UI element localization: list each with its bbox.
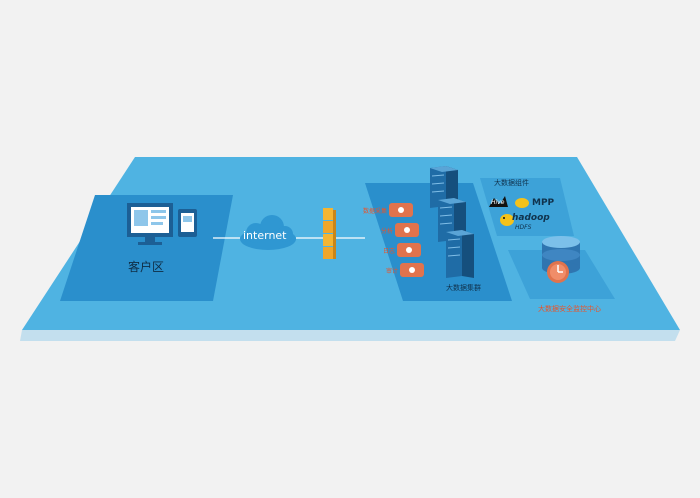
cluster-label: 大数据集群 bbox=[446, 284, 481, 292]
service-label: 日志 bbox=[382, 248, 395, 255]
service-label: 审计 bbox=[385, 268, 398, 275]
server-rack-icon bbox=[446, 230, 474, 278]
service-label: 数据采集 bbox=[362, 208, 387, 215]
hive-label: Hive bbox=[491, 199, 505, 206]
service-tiles bbox=[389, 203, 424, 277]
hive-logo-icon bbox=[489, 196, 508, 207]
internet-label: internet bbox=[243, 229, 287, 242]
clock-icon bbox=[547, 261, 569, 283]
security-center-label: 大数据安全监控中心 bbox=[538, 305, 601, 313]
tablet-icon bbox=[178, 209, 197, 237]
firewall-icon bbox=[323, 208, 336, 259]
mpp-label: MPP bbox=[532, 198, 555, 208]
mpp-logo-icon bbox=[515, 198, 529, 208]
monitor-icon bbox=[127, 203, 173, 245]
service-label: 分析 bbox=[380, 228, 393, 235]
components-title: 大数据组件 bbox=[494, 179, 529, 187]
server-rack-icon bbox=[430, 166, 458, 208]
hadoop-label: hadoop bbox=[512, 213, 550, 223]
client-zone-label: 客户区 bbox=[128, 260, 165, 274]
cloud-icon bbox=[240, 215, 296, 250]
hdfs-label: HDFS bbox=[515, 224, 532, 231]
hadoop-elephant-icon bbox=[500, 214, 514, 226]
platform-side bbox=[20, 330, 680, 341]
